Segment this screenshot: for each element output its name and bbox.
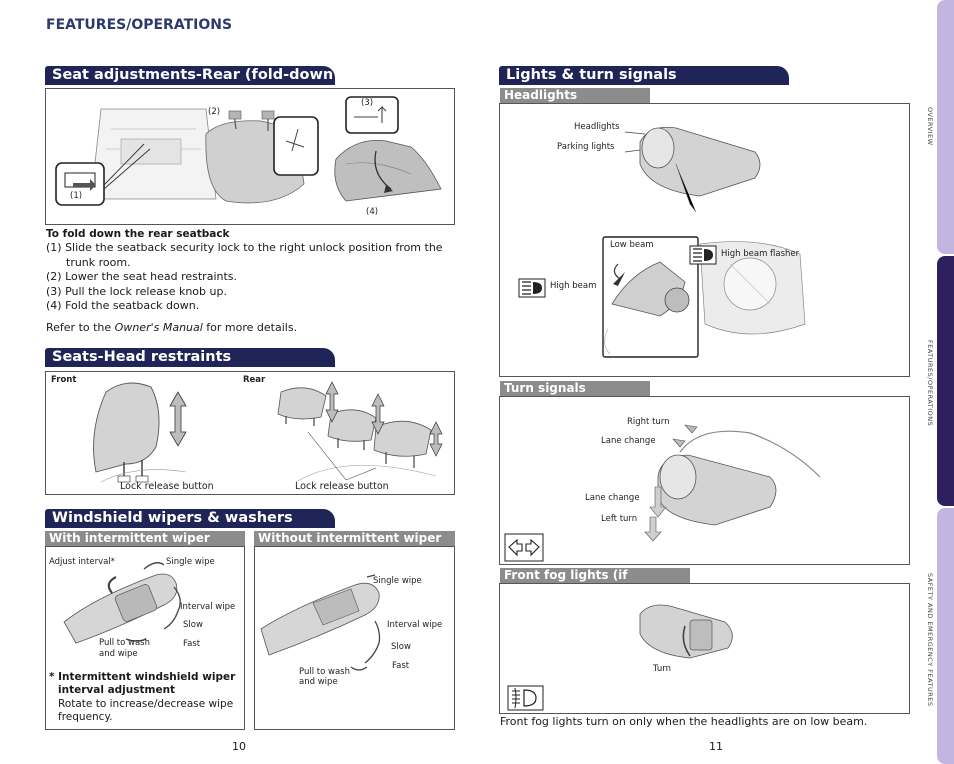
refer-manual: Owner's Manual bbox=[114, 321, 203, 334]
seat-refer-text: Refer to the Owner's Manual for more det… bbox=[46, 321, 297, 336]
low-beam-label: Low beam bbox=[610, 240, 654, 250]
headlights-frame: Headlights Parking lights Low beam High … bbox=[499, 103, 910, 377]
turn-signals-frame: Right turn Lane change Lane change Left … bbox=[499, 396, 910, 565]
fog-note: Front fog lights turn on only when the h… bbox=[500, 715, 868, 728]
lane-change-down-label: Lane change bbox=[585, 493, 640, 503]
turn-signals-subtitle: Turn signals bbox=[500, 381, 650, 396]
head-section-title: Seats-Head restraints bbox=[45, 348, 335, 367]
wiper-with-slow-label: Slow bbox=[183, 620, 203, 630]
wiper-with-pull2: and wipe bbox=[99, 649, 138, 659]
wiper-without-interval-label: Interval wipe bbox=[387, 620, 443, 630]
turn-signals-illustration bbox=[504, 424, 821, 562]
seat-step-4: (4) Fold the seatback down. bbox=[46, 299, 200, 312]
seat-step-1: (1) Slide the seatback security lock to … bbox=[46, 241, 443, 254]
wiper-note-body-1: Rotate to increase/decrease wipe bbox=[58, 698, 234, 710]
wiper-with-interval-label: Interval wipe bbox=[180, 602, 236, 612]
fog-turn-label: Turn bbox=[653, 664, 672, 674]
head-rear-label: Rear bbox=[243, 375, 266, 385]
wiper-without-fast-label: Fast bbox=[392, 661, 410, 671]
headlights-subtitle: Headlights bbox=[500, 88, 650, 103]
wipers-section-title: Windshield wipers & washers bbox=[45, 509, 335, 528]
wiper-without-single-label: Single wipe bbox=[373, 576, 422, 586]
tab-features[interactable] bbox=[937, 256, 954, 506]
page-number-left: 10 bbox=[232, 740, 246, 753]
page-number-right: 11 bbox=[709, 740, 723, 753]
lane-change-up-label: Lane change bbox=[601, 436, 656, 446]
headlights-illustration bbox=[518, 126, 806, 358]
wiper-with-pull1: Pull to wash bbox=[99, 638, 150, 648]
callout-1: (1) bbox=[70, 191, 83, 201]
parking-lights-label: Parking lights bbox=[557, 142, 615, 152]
seat-illustration-frame: (1) (2) (3) (4) bbox=[45, 88, 455, 225]
left-turn-label: Left turn bbox=[601, 514, 638, 524]
wiper-without-title: Without intermittent wiper bbox=[254, 531, 455, 546]
wiper-with-fast-label: Fast bbox=[183, 639, 201, 649]
head-illustration bbox=[93, 381, 443, 483]
wiper-without-illustration bbox=[260, 574, 381, 671]
callout-2: (2) bbox=[208, 107, 221, 117]
callout-3: (3) bbox=[361, 98, 374, 108]
high-beam-flasher-label: High beam flasher bbox=[721, 249, 800, 259]
right-turn-label: Right turn bbox=[627, 417, 670, 427]
wiper-with-frame: Adjust interval* Single wipe Interval wi… bbox=[45, 546, 245, 730]
seat-step-1-cont: trunk room. bbox=[66, 256, 131, 269]
wiper-with-illustration bbox=[63, 562, 181, 644]
seat-step-3: (3) Pull the lock release knob up. bbox=[46, 285, 227, 298]
wiper-without-frame: Single wipe Interval wipe Slow Fast Pull… bbox=[254, 546, 455, 730]
tab-safety[interactable] bbox=[937, 508, 954, 764]
seat-instructions-title: To fold down the rear seatback bbox=[46, 228, 230, 240]
head-front-caption: Lock release button bbox=[120, 481, 214, 492]
wiper-note-title-2: interval adjustment bbox=[58, 684, 176, 696]
wiper-with-title: With intermittent wiper bbox=[45, 531, 245, 546]
wiper-with-single-label: Single wipe bbox=[166, 557, 215, 567]
sidebar-safety-label: SAFETY AND EMERGENCY FEATURES bbox=[926, 573, 934, 707]
head-front-label: Front bbox=[51, 375, 77, 385]
wiper-note-title-1: * Intermittent windshield wiper bbox=[49, 671, 236, 683]
refer-prefix: Refer to the bbox=[46, 321, 115, 334]
high-beam-label: High beam bbox=[550, 281, 597, 291]
wiper-without-slow-label: Slow bbox=[391, 642, 411, 652]
fog-lights-subtitle: Front fog lights (if equipped) bbox=[500, 568, 690, 597]
callout-4: (4) bbox=[366, 207, 379, 217]
seat-step-2: (2) Lower the seat head restraints. bbox=[46, 270, 238, 283]
wiper-without-pull2: and wipe bbox=[299, 677, 338, 687]
sidebar-features-label: FEATURES/OPERATIONS bbox=[926, 340, 934, 427]
lights-section-title: Lights & turn signals bbox=[499, 66, 789, 85]
sidebar-overview-label: OVERVIEW bbox=[926, 107, 934, 146]
headlights-label: Headlights bbox=[574, 122, 620, 132]
page-header: FEATURES/OPERATIONS bbox=[46, 17, 233, 33]
tab-overview[interactable] bbox=[937, 0, 954, 254]
wiper-adjust-label: Adjust interval* bbox=[49, 557, 115, 567]
head-illustration-frame: Front Rear Lock release button Lock rele… bbox=[45, 371, 455, 495]
refer-suffix: for more details. bbox=[202, 321, 298, 334]
head-rear-caption: Lock release button bbox=[295, 481, 389, 492]
fog-lights-frame: Turn bbox=[499, 583, 910, 714]
seat-section-title: Seat adjustments-Rear (fold-down type) bbox=[45, 66, 335, 102]
seat-illustration bbox=[55, 96, 442, 206]
wiper-note-body-2: frequency. bbox=[58, 711, 113, 723]
wiper-without-pull1: Pull to wash bbox=[299, 667, 350, 677]
fog-lights-illustration bbox=[507, 604, 733, 711]
